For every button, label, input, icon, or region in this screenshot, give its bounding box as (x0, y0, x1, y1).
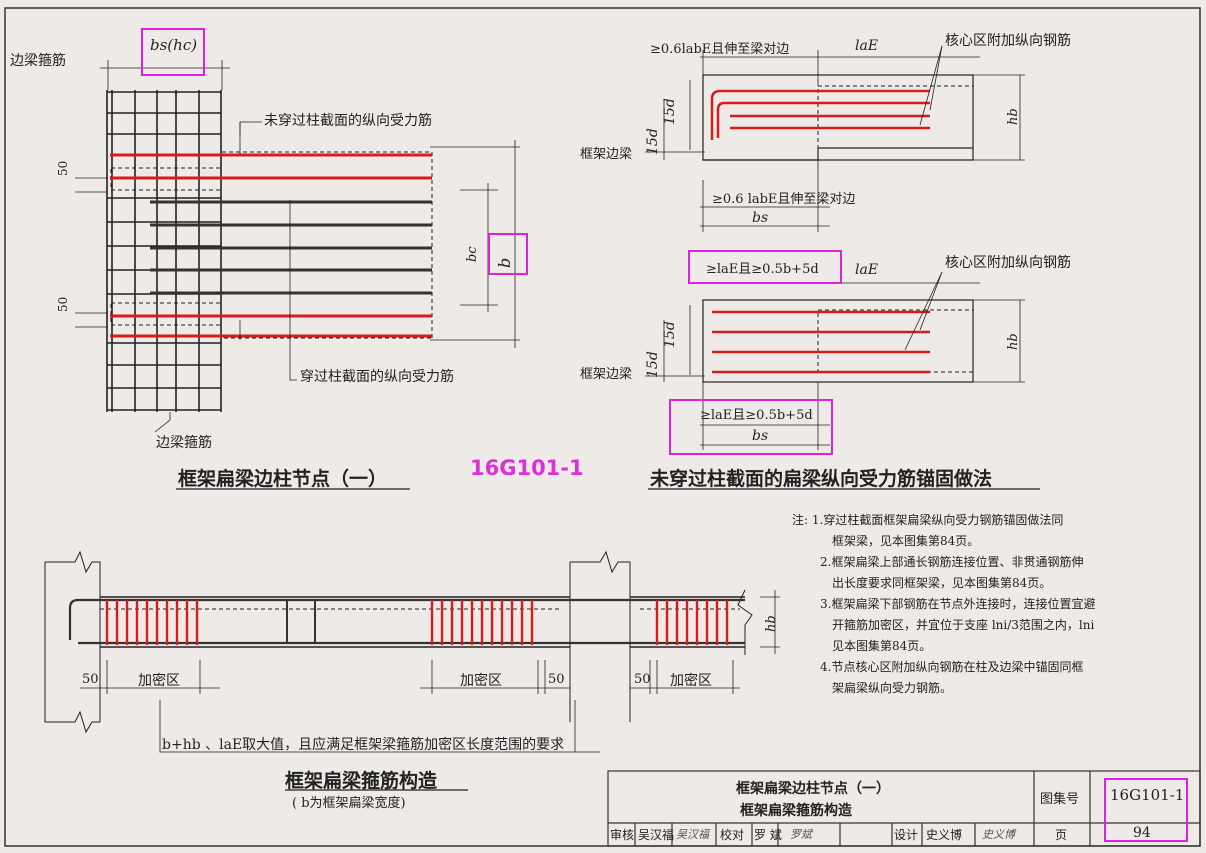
tb-review-label: 审核 (610, 828, 635, 842)
edge-stirrup-top-label: 边梁箍筋 (10, 53, 66, 69)
bottom-dim-50-3: 50 (634, 672, 651, 687)
stirrups-dense-3 (655, 600, 729, 645)
tb-check-signature: 罗斌 (790, 828, 812, 841)
r2-15d-b: 15d (645, 351, 661, 378)
tb-design-label: 设计 (894, 828, 919, 842)
note-line-7: 见本图集第84页。 (832, 639, 932, 653)
right-anchor-detail-2 (645, 271, 1040, 490)
tb-atlas-value: 16G101-1 (1110, 786, 1185, 804)
bs-hc-label: bs(hc) (150, 36, 198, 54)
note-line-1: 注: 1.穿过柱截面框架扁梁纵向受力钢筋锚固做法同 (792, 513, 1064, 527)
tb-check-name: 罗 斌 (754, 828, 782, 842)
right-section-title: 未穿过柱截面的扁梁纵向受力筋锚固做法 (650, 468, 993, 490)
highlight-box-atlas (1104, 778, 1188, 842)
left-node-detail (75, 60, 520, 490)
bc-label: bc (465, 246, 480, 262)
r1-bottom-label: ≥0.6 labE且伸至梁对边 (712, 192, 856, 207)
non-through-bars (150, 200, 432, 295)
highlight-box-b (488, 233, 528, 275)
note-line-2: 框架梁，见本图集第84页。 (832, 534, 980, 548)
dense-zone-label-1: 加密区 (138, 673, 180, 689)
note-line-6: 开箍筋加密区，并宜位于支座 lni/3范围之内，lni (832, 618, 1095, 632)
sheet-frame (4, 7, 1201, 847)
note-line-5: 3.框架扁梁下部钢筋在节点外连接时，连接位置宜避 (820, 597, 1096, 611)
anchor-bars-1 (710, 89, 930, 140)
tb-design-signature: 史义博 (982, 828, 1015, 841)
left-detail-title: 框架扁梁边柱节点（一） (178, 468, 388, 490)
note-line-3: 2.框架扁梁上部通长钢筋连接位置、非贯通钢筋伸 (820, 555, 1084, 569)
bottom-dim-50-2: 50 (548, 672, 565, 687)
note-line-4: 出长度要求同框架梁，见本图集第84页。 (832, 576, 1052, 590)
r2-lae-label: laE (855, 262, 879, 278)
stirrups-dense-1 (105, 600, 199, 645)
requirement-label: b+hb 、laE取大值，且应满足框架梁箍筋加密区长度范围的要求 (162, 737, 565, 753)
r1-15d-a: 15d (662, 98, 678, 125)
tb-review-signature: 吴汉福 (676, 828, 709, 841)
r1-bs-label: bs (752, 210, 769, 226)
note-line-9: 架扁梁纵向受力钢筋。 (832, 681, 953, 695)
notes-block: 注: 1.穿过柱截面框架扁梁纵向受力钢筋锚固做法同 框架梁，见本图集第84页。 … (792, 510, 1095, 699)
bottom-stirrup-detail (44, 550, 780, 791)
r1-core-label: 核心区附加纵向钢筋 (945, 33, 1071, 49)
r2-bottom-label: ≥laE且≥0.5b+5d (700, 408, 813, 423)
r2-edge-beam-label: 框架边梁 (580, 367, 633, 382)
r1-top-label: ≥0.6labE且伸至梁对边 (650, 42, 790, 57)
not-through-label: 未穿过柱截面的纵向受力筋 (264, 113, 432, 129)
right-anchor-detail-1 (645, 45, 1025, 232)
bottom-dim-50-1: 50 (82, 672, 99, 687)
r1-edge-beam-label: 框架边梁 (580, 147, 633, 162)
r2-15d-a: 15d (662, 321, 678, 348)
r2-hb-label: hb (1006, 333, 1021, 350)
column-stirrup-grid (106, 90, 222, 412)
notes-prefix: 注: (792, 513, 809, 527)
through-bars (110, 153, 432, 338)
r2-core-label: 核心区附加纵向钢筋 (945, 255, 1071, 271)
note-line-8: 4.节点核心区附加纵向钢筋在柱及边梁中锚固同框 (820, 660, 1084, 674)
bottom-detail-title: 框架扁梁箍筋构造 (285, 770, 438, 792)
title-block (607, 770, 1201, 847)
stirrups-dense-2 (430, 600, 534, 645)
through-label: 穿过柱截面的纵向受力筋 (300, 369, 454, 385)
tb-page-value: 94 (1133, 825, 1151, 841)
bottom-hb-label: hb (764, 615, 779, 632)
tb-review-name: 吴汉福 (638, 828, 675, 842)
tb-check-label: 校对 (720, 828, 745, 842)
highlight-box-r2-top (688, 250, 842, 284)
edge-stirrup-bottom-label: 边梁箍筋 (156, 435, 212, 451)
r1-15d-b: 15d (645, 128, 661, 155)
dim-50-b: 50 (56, 296, 70, 312)
r1-lae-label: laE (855, 38, 879, 54)
highlight-box-bs (141, 28, 205, 76)
bottom-detail-subtitle: ( b为框架扁梁宽度) (292, 796, 406, 811)
anchor-bars-2 (712, 310, 930, 374)
r1-hb-label: hb (1006, 108, 1021, 125)
dim-50-a: 50 (56, 160, 70, 176)
tb-atlas-label: 图集号 (1040, 792, 1080, 807)
watermark-code: 16G101-1 (470, 456, 584, 480)
r2-bs-label: bs (752, 428, 769, 444)
tb-title-line1: 框架扁梁边柱节点（一） (736, 781, 890, 797)
highlight-box-r2-bottom (669, 399, 833, 455)
tb-title-line2: 框架扁梁箍筋构造 (740, 803, 852, 819)
r2-top-label: ≥laE且≥0.5b+5d (706, 262, 819, 277)
tb-design-name: 史义博 (926, 828, 963, 842)
dense-zone-label-2: 加密区 (460, 673, 502, 689)
tb-page-label: 页 (1055, 828, 1068, 842)
dense-zone-label-3: 加密区 (670, 673, 712, 689)
